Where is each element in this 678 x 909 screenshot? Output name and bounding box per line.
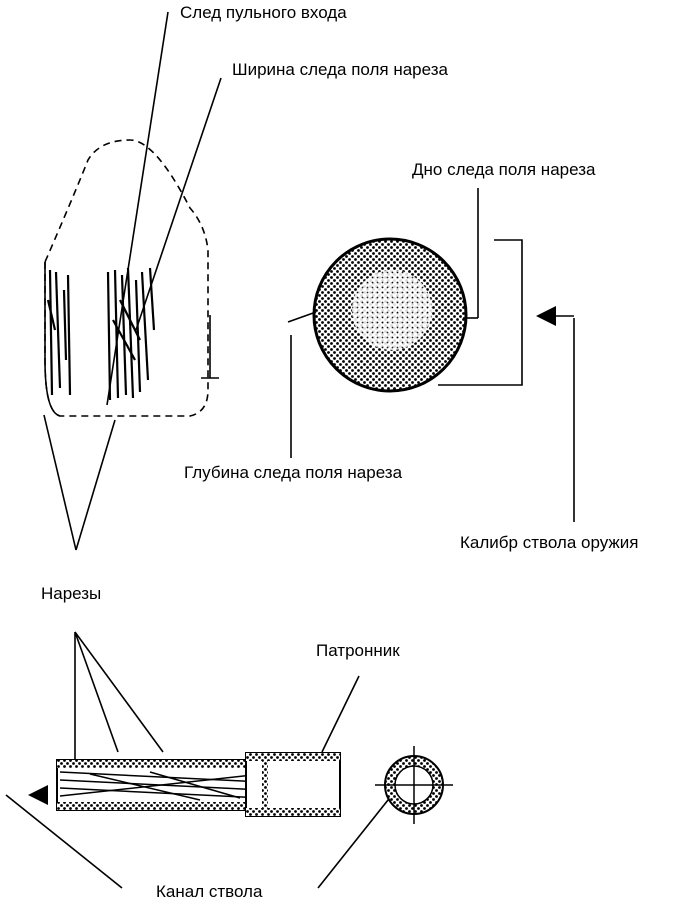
barrel-arrow-icon <box>28 785 48 805</box>
bullet-leader-lines <box>106 11 222 406</box>
bullet-outline <box>44 139 209 417</box>
label-bullet-entry-trace: След пульного входа <box>180 3 347 22</box>
barrel-body <box>56 759 265 811</box>
cross-section-leaders <box>287 188 575 522</box>
label-land-trace-bottom: Дно следа поля нареза <box>412 160 596 179</box>
bore-leader-lines <box>5 789 397 889</box>
rifling-leader-lines-top <box>43 414 116 551</box>
label-barrel-caliber: Калибр ствола оружия <box>460 533 639 552</box>
bullet-rifling-marks <box>46 267 156 401</box>
bullet-side-marker <box>201 315 219 379</box>
chamber-body <box>245 752 341 817</box>
label-chamber: Патронник <box>316 641 400 660</box>
label-land-trace-depth: Глубина следа поля нареза <box>184 463 403 482</box>
barrel-leader-lines <box>74 631 360 760</box>
label-rifling: Нарезы <box>41 584 102 603</box>
barrel-end-view <box>375 746 453 824</box>
label-land-trace-width: Ширина следа поля нареза <box>232 60 448 79</box>
caliber-arrow-icon <box>536 306 556 326</box>
label-bore: Канал ствола <box>156 882 263 901</box>
bore-cross-section <box>312 237 468 393</box>
